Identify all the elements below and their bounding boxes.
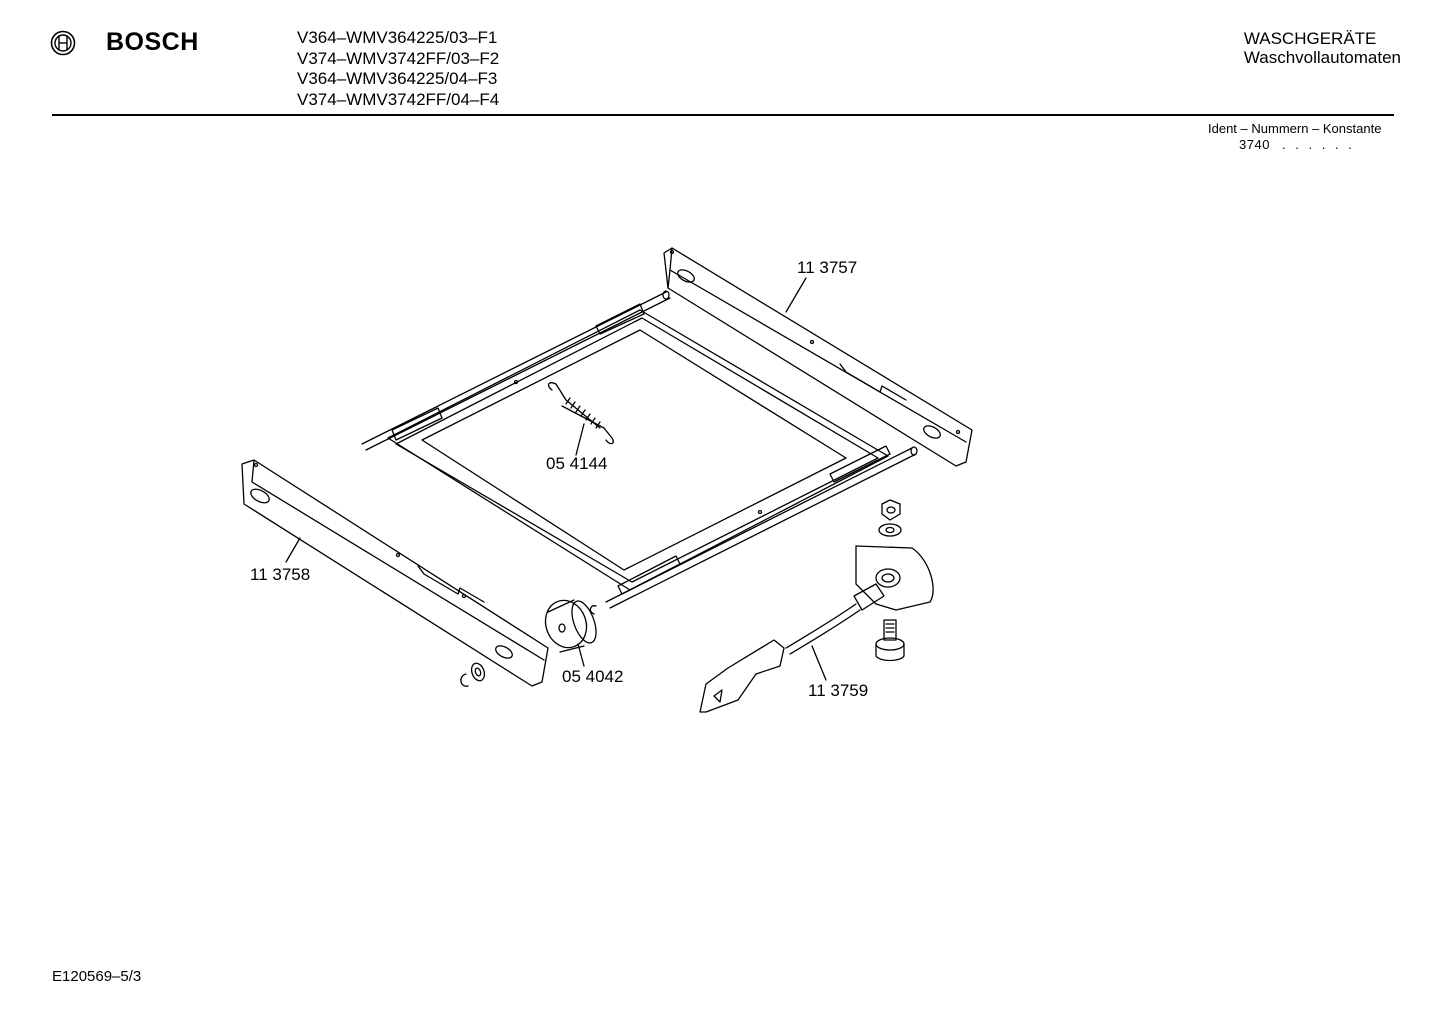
ident-code-row: 3740 . . . . . .	[1208, 137, 1381, 153]
leader-line	[575, 423, 585, 456]
lever-part	[699, 545, 934, 713]
document-number: E120569–5/3	[52, 968, 142, 985]
model-line: V374–WMV3742FF/04–F4	[297, 89, 500, 109]
model-line: V364–WMV364225/03–F1	[297, 28, 498, 47]
part-label-spring: 05 4144	[546, 454, 607, 473]
category-title: WASCHGERÄTE	[1243, 29, 1377, 48]
part-label-rail-back: 11 3757	[797, 258, 857, 277]
leader-line	[785, 277, 807, 313]
category-subtitle: Waschvollautomaten	[1243, 48, 1401, 67]
leader-line	[285, 537, 301, 563]
header-divider	[52, 114, 1394, 116]
rail-back-part	[663, 247, 973, 467]
brand-header: BOSCH	[50, 28, 199, 57]
part-label-roller: 05 4042	[562, 667, 623, 686]
category-block: WASCHGERÄTE Waschvollautomaten	[1244, 29, 1401, 67]
leader-line	[811, 645, 827, 681]
part-label-lever: 11 3759	[808, 681, 868, 700]
spring-part	[547, 382, 614, 445]
bosch-logo-icon	[50, 30, 76, 55]
ident-label: Ident – Nummern – Konstante	[1208, 121, 1382, 136]
nut-part	[878, 499, 902, 537]
rail-front-part	[241, 459, 549, 687]
model-list: V364–WMV364225/03–F1 V374–WMV3742FF/03–F…	[297, 28, 499, 110]
roller-part	[544, 599, 597, 653]
frame-part	[361, 290, 918, 609]
leader-line	[577, 643, 585, 667]
model-line: V364–WMV364225/04–F3	[297, 69, 498, 88]
ident-code: 3740	[1239, 137, 1270, 152]
ident-dots: . . . . . .	[1282, 137, 1355, 152]
ident-block: Ident – Nummern – Konstante 3740 . . . .…	[1208, 121, 1381, 153]
part-label-rail-front: 11 3758	[250, 565, 310, 584]
brand-name: BOSCH	[106, 28, 199, 56]
model-line: V374–WMV3742FF/03–F2	[297, 48, 500, 68]
clip-washer-part	[460, 662, 486, 687]
